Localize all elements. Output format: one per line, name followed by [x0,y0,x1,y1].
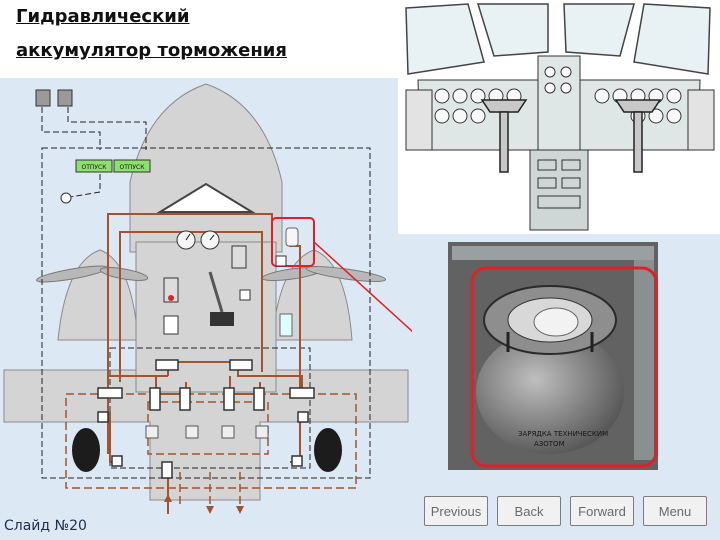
control-lines [41,98,371,479]
top-indicators [35,89,73,107]
forward-button[interactable]: Forward [570,496,634,526]
release-switch-label-2: ОТПУСК [119,164,145,171]
cockpit-illustration [398,0,720,234]
callout-line [313,241,412,333]
cockpit-panel-shape [156,182,256,213]
panel-dials [434,66,682,124]
title-box: Гидравлический аккумулятор торможения [0,0,400,78]
small-gauge-icon [60,192,72,204]
main-wheels [72,428,342,472]
brake-valve [163,277,179,335]
back-button[interactable]: Back [497,496,561,526]
highlight-frame [470,266,658,468]
charging-placard: ЗАРЯДКА ТЕХНИЧЕСКИМ АЗОТОМ [518,430,608,448]
accumulator-photo: ЗАРЯДКА ТЕХНИЧЕСКИМ АЗОТОМ [448,242,658,470]
center-console [529,149,589,231]
slide-title-line-2: аккумулятор торможения [16,40,287,61]
brake-cylinders [145,425,269,439]
brake-lever [208,271,234,326]
slide-number: Слайд №20 [4,518,87,534]
brake-units [97,359,315,479]
photo-bracket [452,246,654,460]
hydraulic-schematic: ОТПУСК ОТПУСК [3,83,412,514]
accumulator-body [476,285,624,454]
previous-button[interactable]: Previous [424,496,488,526]
release-switches: ОТПУСК ОТПУСК [75,159,151,173]
flow-arrows [164,494,244,514]
aircraft-silhouette [3,83,409,501]
control-yokes [480,99,662,173]
windshield [405,3,711,75]
release-switch-label-1: ОТПУСК [81,164,107,171]
slide-title-line-1: Гидравлический [16,6,190,27]
menu-button[interactable]: Menu [643,496,707,526]
placard-line-2: АЗОТОМ [534,440,565,448]
placard-line-1: ЗАРЯДКА ТЕХНИЧЕСКИМ [518,430,608,438]
pressure-gauges [176,230,220,250]
side-panels [405,89,715,151]
